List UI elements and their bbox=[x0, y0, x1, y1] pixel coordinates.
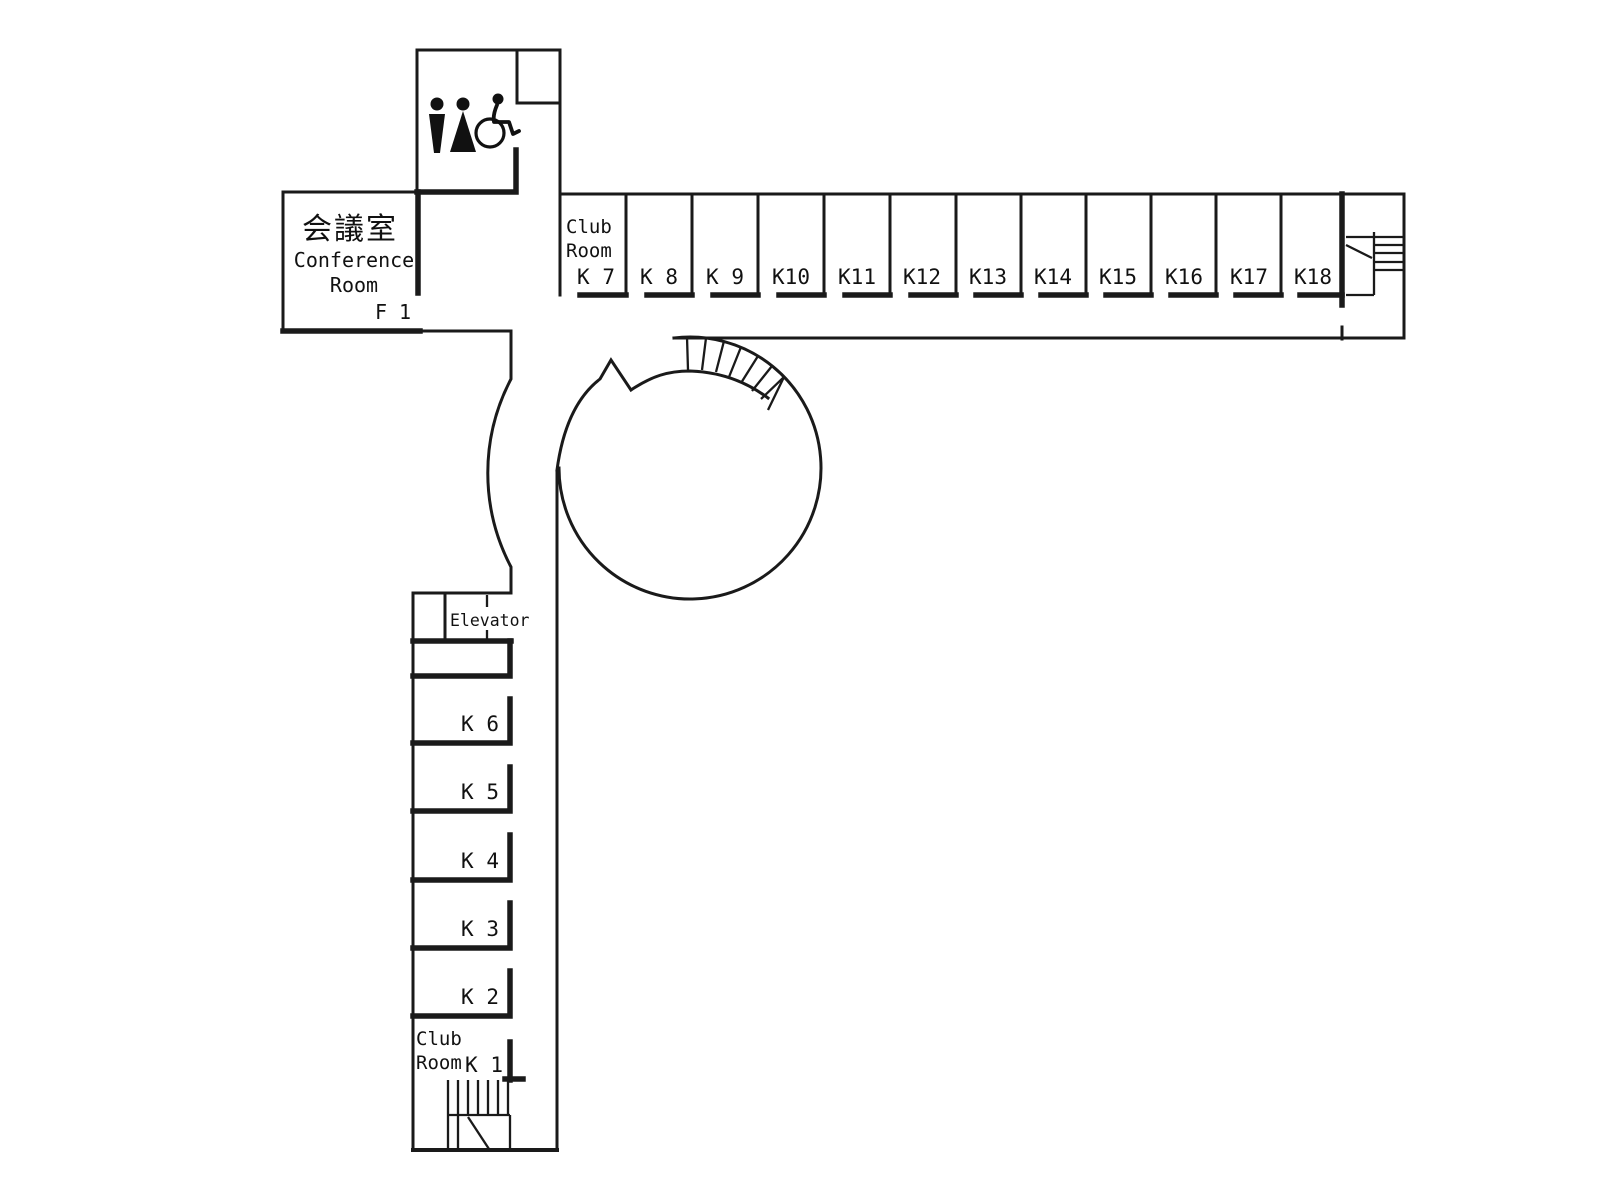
spiral-stair-treads bbox=[685, 336, 786, 411]
room-label-k13: K13 bbox=[969, 265, 1007, 289]
female-icon bbox=[450, 97, 476, 152]
room-label-k1: K 1 bbox=[465, 1053, 503, 1077]
club-room-label-top-1: Club bbox=[566, 216, 612, 238]
wheelchair-accessible-icon bbox=[474, 93, 521, 149]
room-label-k4: K 4 bbox=[461, 849, 499, 873]
conference-room-door-walls bbox=[280, 189, 423, 334]
round-hall-outer-wall bbox=[557, 335, 823, 601]
restroom-icons bbox=[429, 93, 521, 153]
elevator: Elevator bbox=[410, 591, 530, 644]
restroom-door-walls bbox=[414, 147, 519, 195]
top-wing: Club Room K 7 K 8 K 9 K10 K11 K12 K13 K1… bbox=[558, 191, 1406, 341]
bottom-staircase-treads bbox=[446, 1080, 512, 1150]
round-hall bbox=[555, 335, 823, 601]
male-icon bbox=[429, 97, 445, 153]
room-label-k8: K 8 bbox=[640, 265, 678, 289]
room-label-k16: K16 bbox=[1165, 265, 1203, 289]
room-label-k15: K15 bbox=[1099, 265, 1137, 289]
room-label-k18: K18 bbox=[1294, 265, 1332, 289]
room-label-k2: K 2 bbox=[461, 985, 499, 1009]
elevator-label: Elevator bbox=[450, 611, 530, 630]
bottom-staircase bbox=[446, 1080, 512, 1150]
room-label-k14: K14 bbox=[1034, 265, 1072, 289]
conference-room-floor-label: F 1 bbox=[375, 300, 411, 324]
right-staircase bbox=[1345, 232, 1404, 297]
left-wing: Elevator K 6 K 5 K 4 K 3 K 2 Club Room K… bbox=[410, 591, 559, 1152]
room-divider-walls bbox=[624, 192, 1283, 297]
room-label-k5: K 5 bbox=[461, 780, 499, 804]
club-room-label-bottom-1: Club bbox=[416, 1028, 462, 1050]
corridor bbox=[486, 329, 559, 1152]
storage-room-walls bbox=[410, 638, 513, 679]
right-staircase-treads bbox=[1345, 232, 1404, 297]
conference-room-walls bbox=[281, 190, 513, 333]
top-wing-walls bbox=[558, 192, 1406, 341]
room-label-k17: K17 bbox=[1230, 265, 1268, 289]
left-rooms-door-walls bbox=[410, 696, 526, 1083]
conference-room: 会議室 Conference Room F 1 bbox=[280, 189, 513, 334]
spiral-inner-wall bbox=[555, 357, 771, 472]
elevator-walls bbox=[411, 591, 513, 643]
room-label-k6: K 6 bbox=[461, 712, 499, 736]
conference-room-title-en-1: Conference bbox=[294, 248, 414, 272]
conference-room-title-ja: 会議室 bbox=[302, 212, 398, 247]
room-label-k12: K12 bbox=[903, 265, 941, 289]
room-label-k9: K 9 bbox=[706, 265, 744, 289]
room-label-k3: K 3 bbox=[461, 917, 499, 941]
restroom-walls bbox=[415, 48, 562, 297]
room-label-k11: K11 bbox=[838, 265, 876, 289]
restroom bbox=[414, 48, 562, 297]
conference-room-title-en-2: Room bbox=[330, 273, 378, 297]
corridor-west-curved-wall bbox=[486, 329, 513, 595]
room-label-k7: K 7 bbox=[577, 265, 615, 289]
club-room-label-bottom-2: Room bbox=[416, 1052, 462, 1074]
room-label-k10: K10 bbox=[772, 265, 810, 289]
club-room-label-top-2: Room bbox=[566, 240, 612, 262]
